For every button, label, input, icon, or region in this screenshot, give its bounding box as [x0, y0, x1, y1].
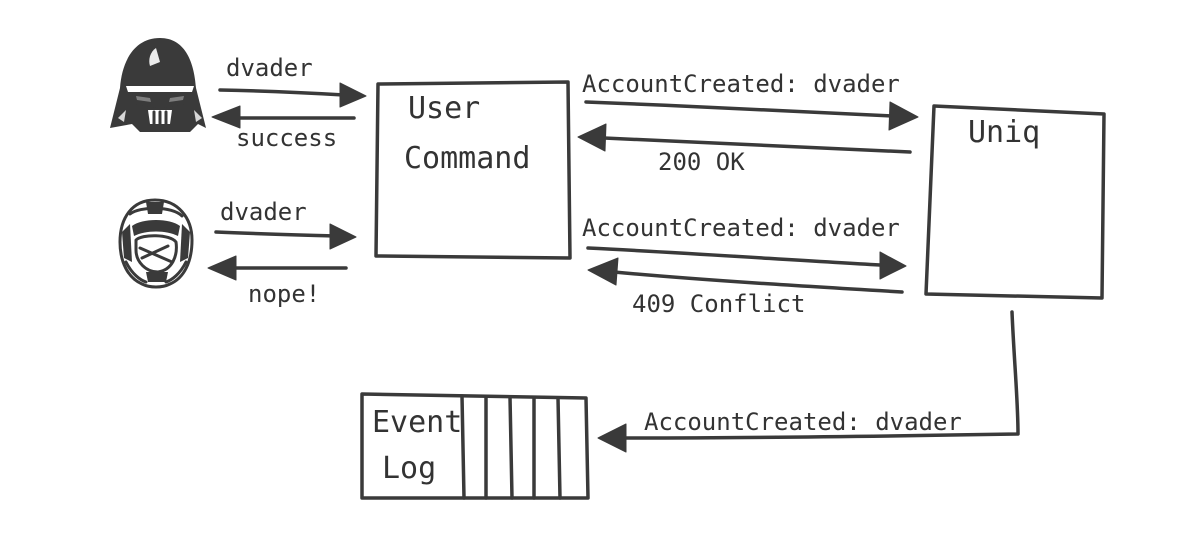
uniq-response-1-arrow	[577, 123, 912, 154]
uniq-response-1-label: 200 OK	[658, 148, 745, 176]
uniq-response-2-label: 409 Conflict	[632, 290, 805, 318]
vader-response-label: success	[236, 124, 337, 152]
vader-request-arrow	[218, 82, 367, 108]
event-append-arrow	[597, 310, 1020, 453]
user-command-box	[374, 80, 572, 260]
uniq-response-2-arrow	[587, 257, 904, 294]
uniq-box	[924, 104, 1106, 300]
rebel-pilot-helmet-icon	[118, 198, 194, 289]
pilot-request-arrow	[214, 223, 357, 250]
pilot-response-label: nope!	[248, 280, 320, 308]
uniq-label: Uniq	[968, 115, 1040, 150]
uniq-request-1-arrow	[584, 100, 919, 131]
uniq-request-2-label: AccountCreated: dvader	[582, 214, 900, 242]
uniq-request-1-label: AccountCreated: dvader	[582, 70, 900, 98]
darth-vader-helmet-icon	[110, 38, 206, 132]
event-log-label-line1: Event	[372, 405, 462, 440]
pilot-request-label: dvader	[220, 198, 307, 226]
pilot-response-arrow	[207, 255, 348, 281]
user-command-label-line1: User	[408, 91, 480, 126]
vader-response-arrow	[211, 105, 356, 129]
event-log-label-line2: Log	[382, 451, 436, 486]
uniq-request-2-arrow	[586, 246, 907, 280]
user-command-label-line2: Command	[404, 141, 530, 176]
event-log-box	[360, 392, 590, 500]
event-append-label: AccountCreated: dvader	[644, 408, 962, 436]
vader-request-label: dvader	[226, 54, 313, 82]
